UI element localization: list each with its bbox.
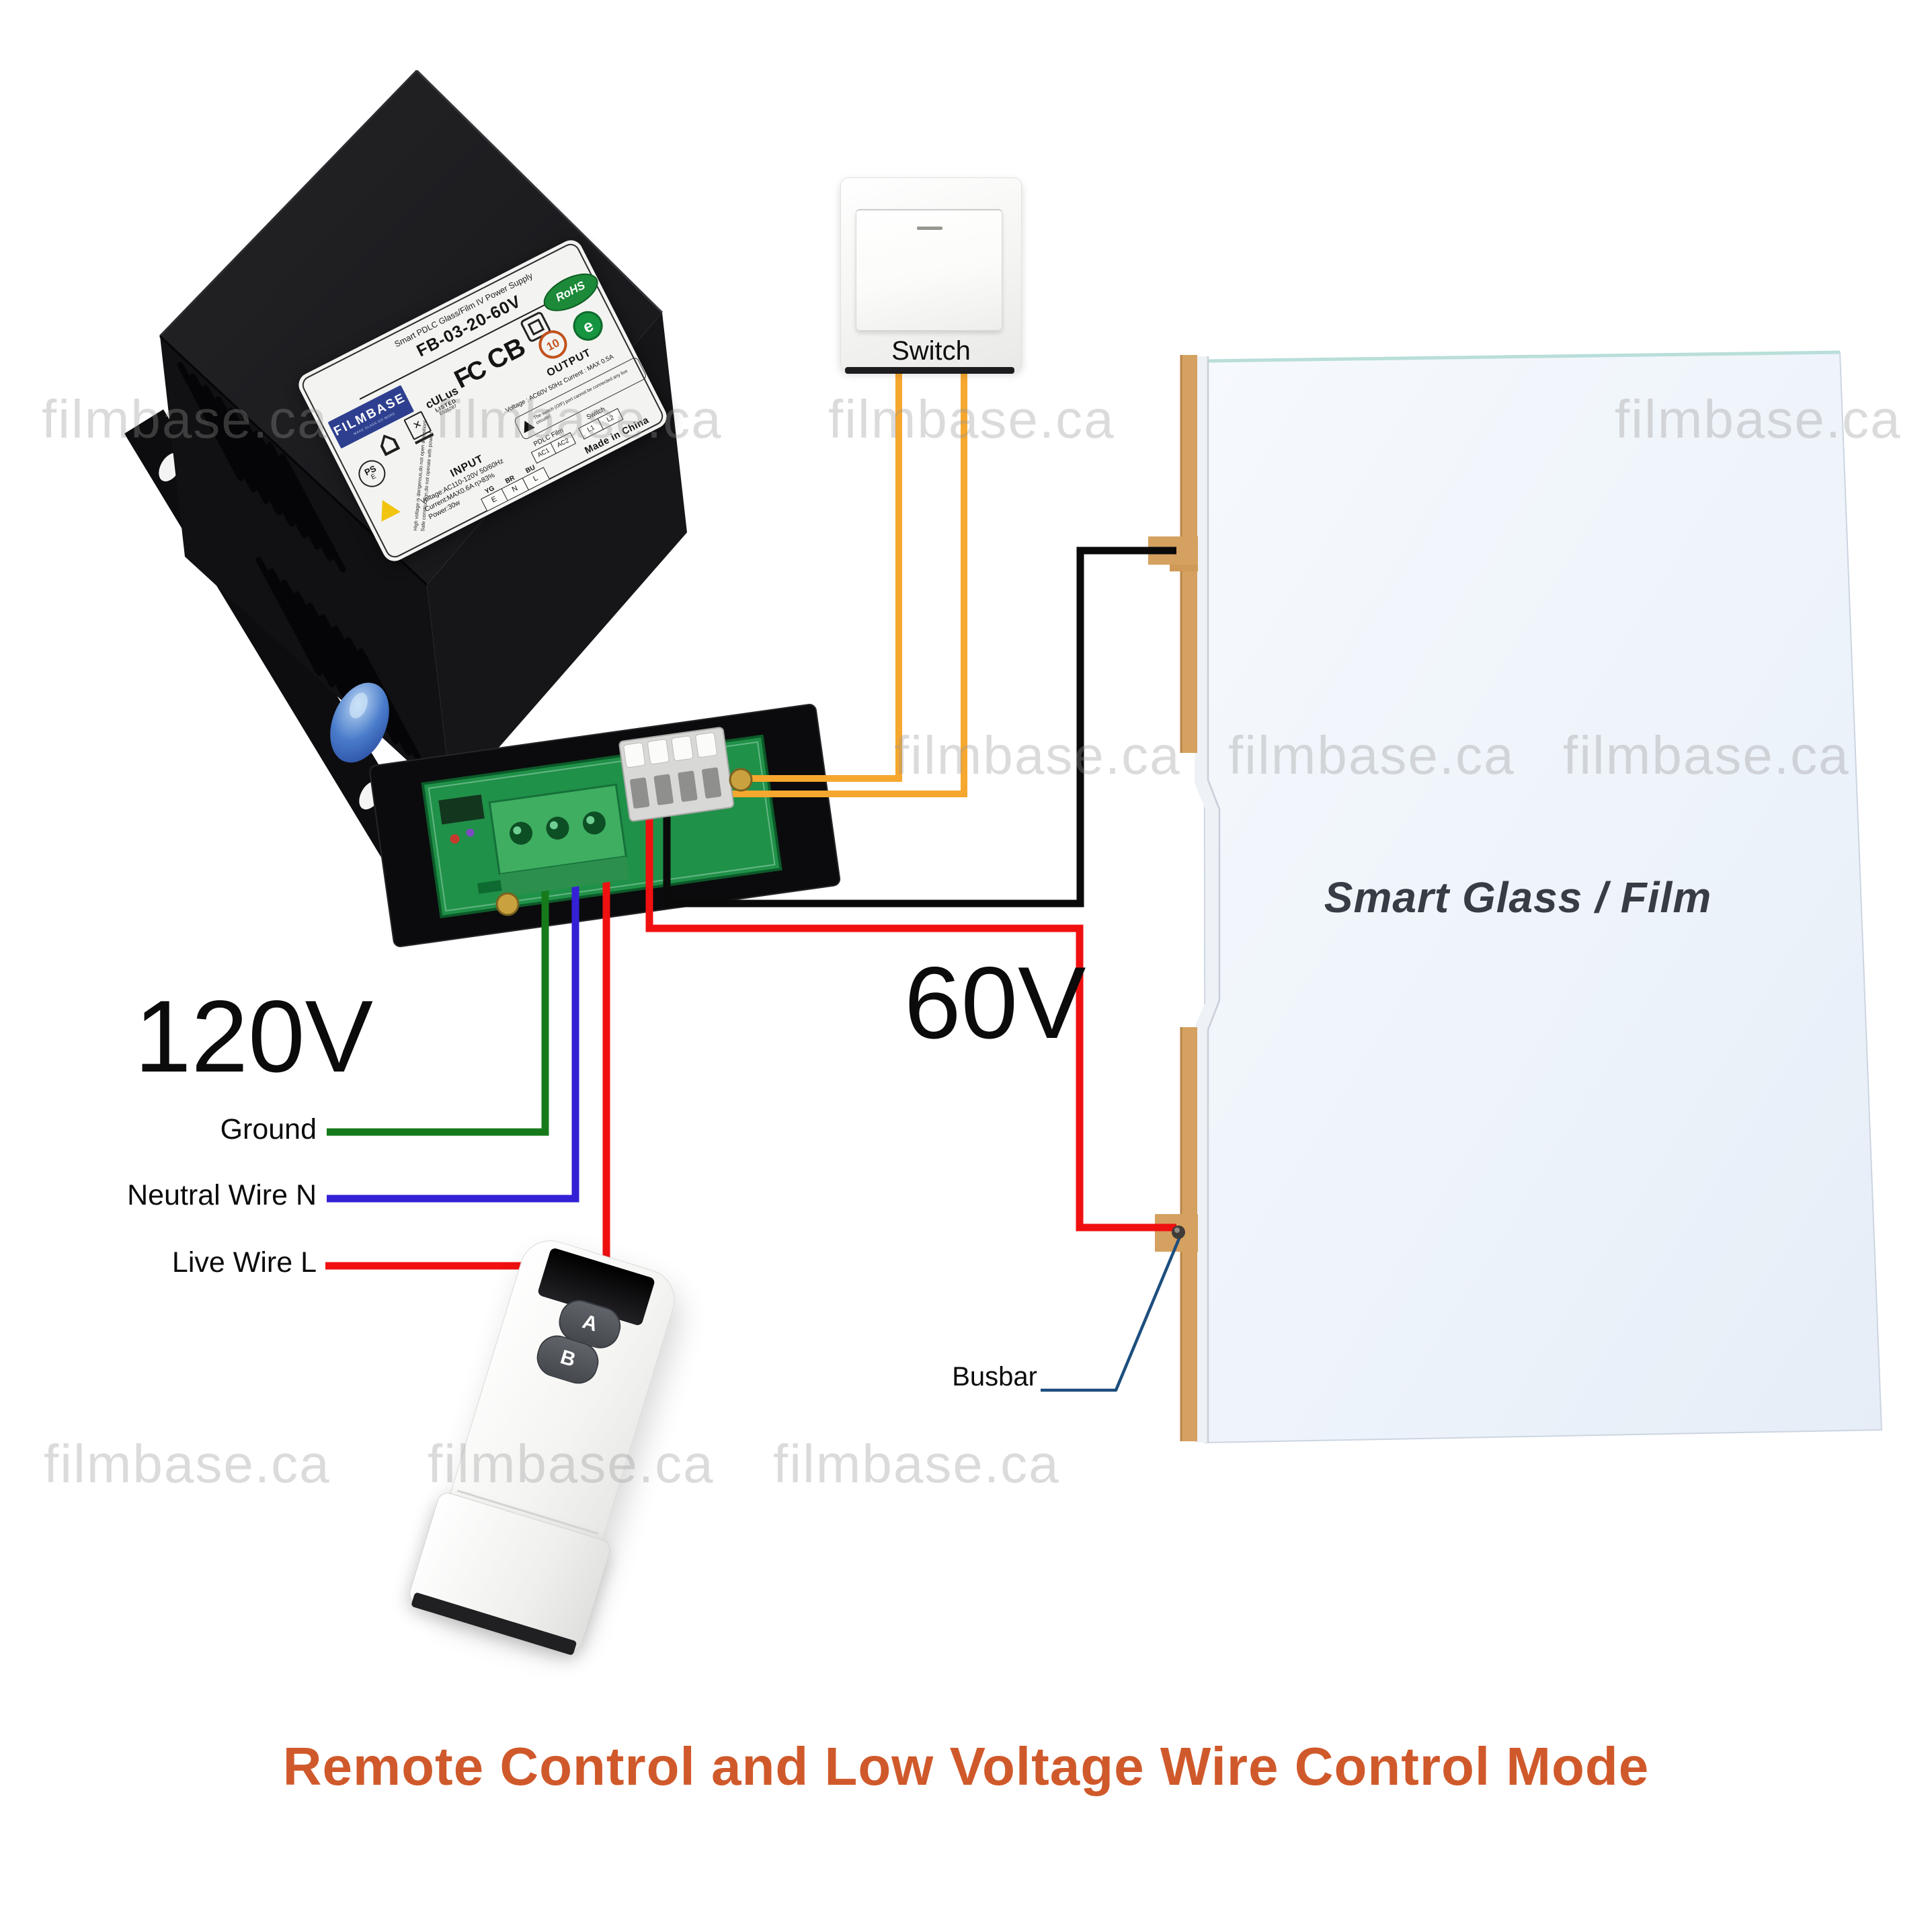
watermark: filmbase.ca [1615, 389, 1902, 449]
smart-glass-panel [1148, 350, 1883, 1444]
pcb-led [450, 834, 460, 844]
output-red-wire [645, 817, 1176, 1232]
china-rohs-e-icon: e [567, 306, 608, 346]
watermark: filmbase.ca [894, 725, 1181, 785]
input-warning-triangle-icon [372, 495, 401, 522]
glass-left-edge-band [1195, 356, 1219, 1443]
smart-glass-label: Smart Glass / Film [1324, 873, 1712, 922]
connector-caps [623, 732, 717, 768]
pcb-screw-left [495, 892, 520, 916]
watermark: filmbase.ca [773, 1434, 1060, 1494]
watermark: filmbase.ca [1563, 725, 1850, 785]
hologram-sticker [330, 682, 389, 763]
input-terminal-block [488, 783, 630, 897]
ground-wire [327, 840, 549, 1136]
neutral-label: Neutral Wire N [127, 1179, 317, 1211]
switch-rocker-dash [917, 227, 942, 230]
box-edge-nw [159, 69, 418, 337]
watermark: filmbase.ca [436, 389, 723, 449]
cb-mark-icon: CB [482, 331, 530, 376]
busbar-label: Busbar [952, 1362, 1037, 1392]
output-black-wire [663, 547, 1176, 908]
switch-label: Switch [891, 336, 971, 366]
output-voltage-label: 60V [904, 946, 1086, 1060]
switch-wire-1 [705, 374, 902, 782]
ground-label: Ground [220, 1113, 317, 1145]
watermark: filmbase.ca [42, 389, 329, 449]
busbar-screw-glint [1174, 1227, 1180, 1233]
watermark: filmbase.ca [1228, 725, 1515, 785]
switch-rocker [856, 209, 1002, 331]
busbar-pointer-line [1041, 1236, 1182, 1392]
output-connector [618, 727, 735, 822]
input-voltage-label: 120V [134, 979, 373, 1094]
filmbase-logo: FILMBASE MAKE GLASS GO MORE [327, 385, 415, 449]
switch-shadow [845, 367, 1014, 374]
connector-slots [630, 767, 722, 809]
live-label: Live Wire L [171, 1246, 317, 1279]
pcb-screw-right [729, 768, 753, 792]
rohs-mark-icon: RoHS [537, 266, 604, 319]
watermark: filmbase.ca [828, 389, 1115, 449]
watermark: filmbase.ca [44, 1434, 331, 1494]
wall-switch: Switch [840, 177, 1022, 371]
wiring [325, 374, 1182, 1392]
pcb-component [438, 794, 485, 825]
glass-left-edge-line [1207, 356, 1221, 1443]
neutral-wire [327, 846, 579, 1203]
glass-top-edge [1203, 350, 1841, 363]
vent-slots-upper [177, 362, 346, 573]
diagram-title: Remote Control and Low Voltage Wire Cont… [282, 1736, 1650, 1796]
switch-wire-2 [688, 374, 967, 797]
pcb-capacitor [466, 828, 475, 837]
indoor-use-icon: ⌂ [369, 419, 406, 465]
watermark: filmbase.ca [428, 1434, 715, 1494]
box-edge-ne [415, 69, 663, 314]
busbar-tab-top-step [1170, 565, 1198, 571]
